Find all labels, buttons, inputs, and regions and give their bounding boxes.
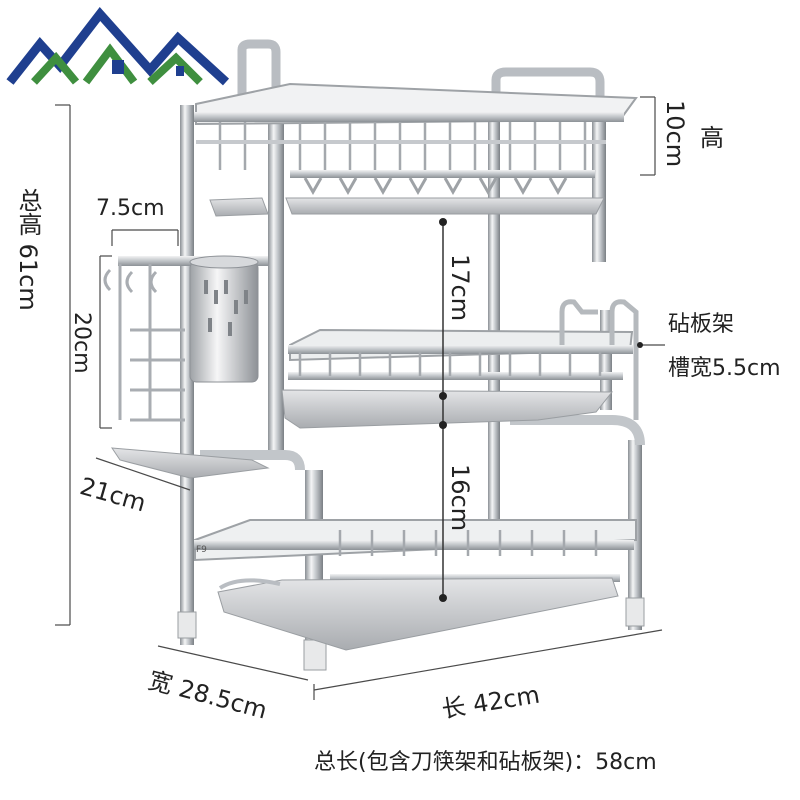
top-basket bbox=[194, 82, 638, 217]
middle-basket bbox=[281, 299, 639, 429]
top-tier-height-label: 10cm bbox=[661, 100, 689, 168]
lower-gap-label: 16cm bbox=[446, 464, 474, 532]
total-height-label: 总高 61cm bbox=[14, 188, 42, 311]
hook-width-label: 7.5cm bbox=[96, 196, 165, 221]
dimension-lines bbox=[55, 96, 665, 700]
svg-text:F9: F9 bbox=[196, 545, 207, 555]
height-markers bbox=[439, 218, 643, 602]
utensil-holder-height-label: 20cm bbox=[69, 312, 94, 374]
house-roof-logo-icon bbox=[0, 0, 236, 86]
top-tier-height-suffix: 高 bbox=[700, 124, 724, 152]
middle-gap-label: 17cm bbox=[446, 254, 474, 322]
slot-width-label: 槽宽5.5cm bbox=[668, 356, 781, 381]
bottom-basket: F9 bbox=[194, 519, 637, 651]
utensil-holder bbox=[103, 255, 270, 479]
total-length-label: 总长(包含刀筷架和砧板架)：58cm bbox=[314, 750, 657, 775]
board-rack-label: 砧板架 bbox=[668, 312, 735, 337]
